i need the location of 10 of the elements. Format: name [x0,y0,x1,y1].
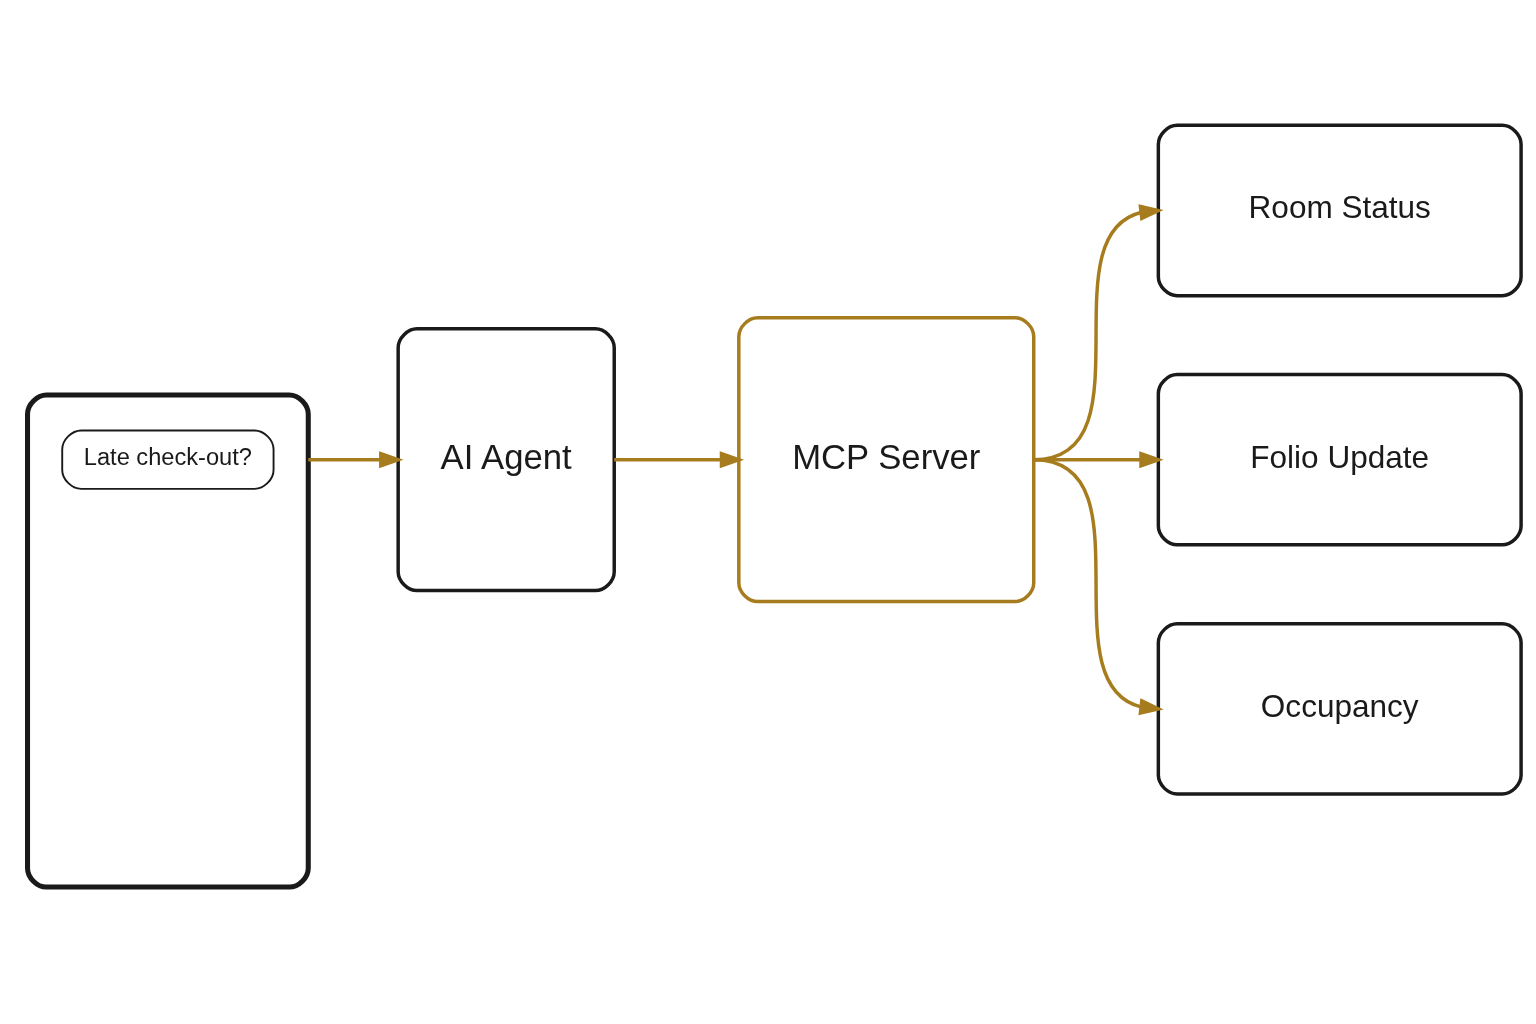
node-box: AI Agent [396,326,616,592]
node-box: Room Status [1156,123,1523,297]
arrow [1033,457,1164,715]
node-box: Late check-out? [61,429,275,490]
arrow [308,450,404,468]
node-box: MCP Server [737,315,1036,603]
node-box: Occupancy [1156,621,1523,796]
cluster [25,391,311,890]
arrow [614,450,745,468]
node-box: Folio Update [1156,372,1523,547]
